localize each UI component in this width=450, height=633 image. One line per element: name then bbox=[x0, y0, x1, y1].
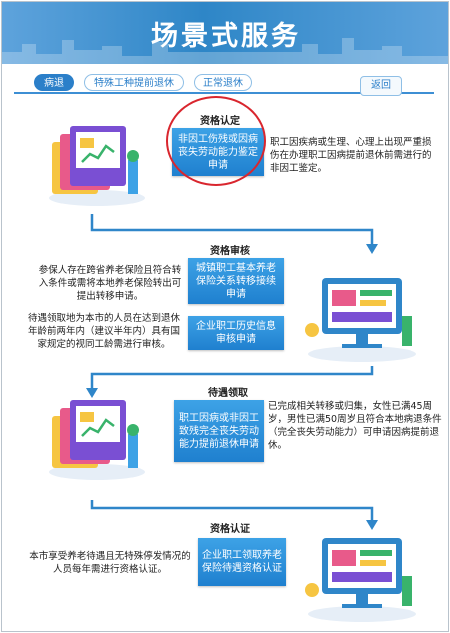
back-button[interactable]: 返回 bbox=[360, 76, 402, 96]
highlight-circle bbox=[166, 96, 266, 186]
step1-description: 职工因疾病或生理、心理上出现严重损伤在办理职工因病提前退休前需进行的非因工鉴定。 bbox=[270, 137, 432, 174]
step1-illustration-icon bbox=[49, 126, 145, 206]
tab-bar: 病退 特殊工种提前退休 正常退休 bbox=[14, 72, 434, 94]
step2-history-review-button[interactable]: 企业职工历史信息审核申请 bbox=[188, 316, 284, 350]
step2-illustration-icon bbox=[305, 278, 416, 362]
step4-description: 本市享受养老待遇且无特殊停发情况的人员每年需进行资格认证。 bbox=[29, 551, 191, 575]
flow-arrow-2 bbox=[86, 388, 98, 398]
step3-early-retire-button[interactable]: 职工因病或非因工致残完全丧失劳动能力提前退休申请 bbox=[174, 400, 264, 462]
step3-description: 已完成相关转移或归集，女性已满45周岁，男性已满50周岁且符合本地病退条件（完全… bbox=[268, 401, 442, 451]
flow-line-1 bbox=[90, 214, 374, 246]
flow-arrow-3 bbox=[366, 520, 378, 530]
step4-qualification-button[interactable]: 企业职工领取养老保险待遇资格认证 bbox=[198, 538, 286, 586]
header-banner: 场景式服务 bbox=[2, 2, 448, 64]
flow-line-2 bbox=[90, 366, 374, 390]
step2-transfer-button[interactable]: 城镇职工基本养老保险关系转移接续申请 bbox=[188, 258, 284, 304]
page-title: 场景式服务 bbox=[151, 21, 301, 52]
tab-illness-retire[interactable]: 病退 bbox=[34, 74, 74, 91]
step3-title: 待遇领取 bbox=[208, 388, 248, 399]
tab-normal-retire[interactable]: 正常退休 bbox=[194, 74, 252, 91]
flow-arrow-1 bbox=[366, 244, 378, 254]
step2-description-1: 参保人存在跨省养老保险且符合转入条件或需将本地养老保险转出可提出转移申请。 bbox=[38, 265, 182, 302]
step4-illustration-icon bbox=[305, 538, 416, 622]
step2-title: 资格审核 bbox=[210, 246, 250, 257]
tab-special-job-retire[interactable]: 特殊工种提前退休 bbox=[84, 74, 184, 91]
flow-line-3 bbox=[90, 500, 374, 522]
step3-illustration-icon bbox=[49, 400, 145, 480]
step2-description-2: 待遇领取地为本市的人员在达到退休年龄前两年内（建议半年内）具有国家规定的视同工龄… bbox=[27, 313, 180, 350]
step4-title: 资格认证 bbox=[210, 524, 250, 535]
skyline-decoration bbox=[2, 38, 448, 64]
